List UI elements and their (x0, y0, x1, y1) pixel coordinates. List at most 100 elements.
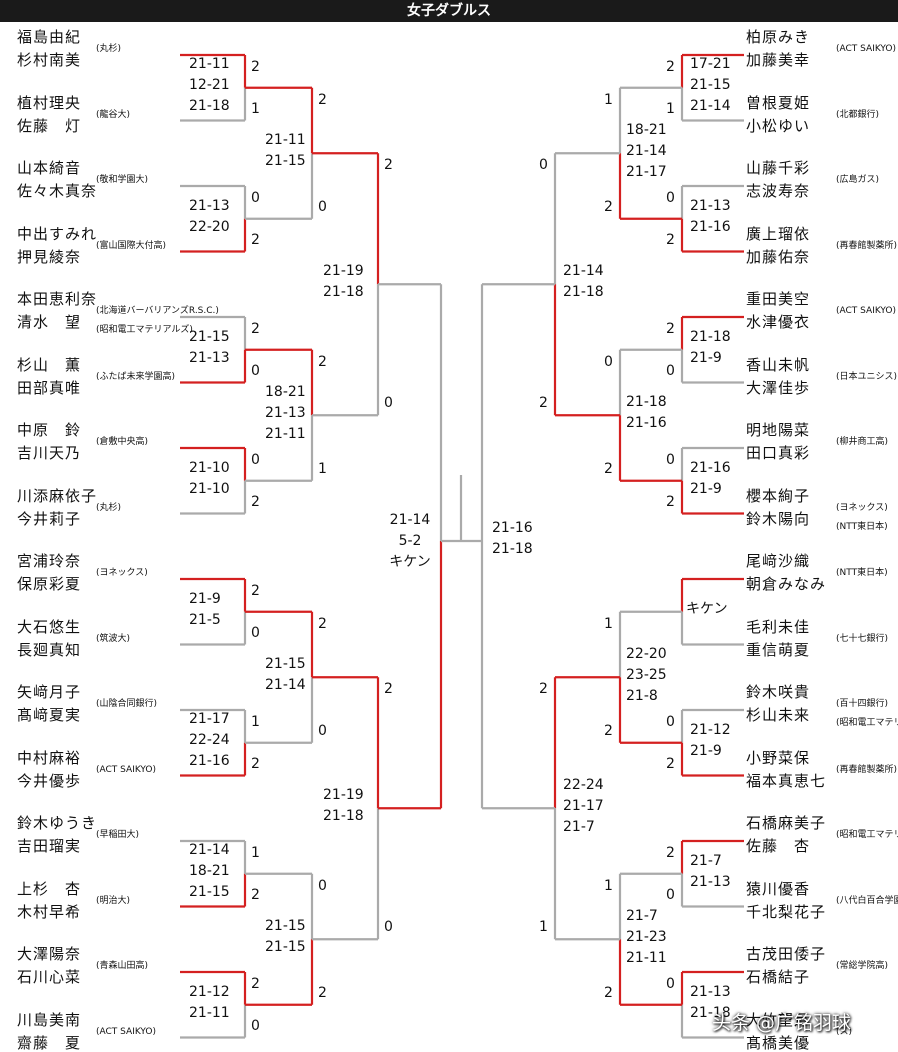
set-count: 0 (666, 190, 675, 206)
match-score: 21-17 (626, 163, 667, 180)
set-count: 2 (251, 583, 260, 599)
set-count: 0 (318, 722, 327, 739)
player-name: 千北梨花子 (746, 902, 827, 921)
player-name: 吉川天乃 (17, 444, 82, 462)
match-score: 21-7 (563, 818, 595, 835)
player-name: 加藤佑奈 (746, 247, 811, 266)
match-score: 21-11 (265, 425, 306, 442)
player-name: 髙橋美優 (746, 1033, 811, 1052)
match-score: 21-13 (265, 404, 306, 421)
match-score: 18-21 (626, 121, 667, 138)
club-name: (明治大) (96, 895, 131, 906)
player-name: 川島美南 (17, 1010, 82, 1029)
player-name: 保原彩夏 (17, 575, 82, 593)
set-count: 2 (251, 886, 260, 903)
match-score: 21-18 (323, 808, 364, 825)
match-score: 21-18 (323, 284, 364, 301)
player-name: 杉村南美 (17, 51, 82, 69)
player-name: 鈴木陽向 (746, 509, 811, 528)
club-name: (筑波大) (96, 633, 131, 644)
match-score: キケン (389, 553, 431, 570)
set-count: 0 (539, 157, 548, 174)
player-name: 石川心菜 (17, 968, 82, 986)
player-name: 古茂田倭子 (746, 945, 827, 963)
club-name: (ACT SAIKYO) (836, 44, 897, 54)
player-name: 曽根夏姫 (746, 93, 811, 112)
match-score: 21-5 (189, 611, 221, 628)
match-score: 21-16 (189, 753, 230, 770)
set-count: 0 (318, 877, 327, 894)
match-score: 21-11 (265, 132, 306, 149)
player-name: 大澤陽奈 (17, 945, 82, 963)
player-name: 福本真恵七 (746, 771, 827, 790)
player-name: 柏原みき (746, 28, 811, 46)
match-score: 21-18 (492, 541, 533, 557)
match-score: 21-15 (690, 77, 731, 94)
set-count: 0 (604, 353, 613, 370)
match-score: 21-9 (690, 480, 722, 497)
match-score: 21-16 (492, 520, 533, 536)
player-name: 中原 鈴 (17, 421, 82, 439)
club-name: (龍谷大) (96, 109, 131, 120)
set-count: 0 (251, 190, 260, 206)
match-score: 21-17 (563, 797, 604, 814)
match-score: 21-15 (189, 884, 230, 901)
match-score: 22-20 (626, 645, 667, 662)
watermark: 头条 @广铭羽球 (712, 1012, 852, 1034)
match-score: 21-7 (626, 907, 658, 924)
player-name: 杉山 薫 (17, 355, 82, 374)
match-score: 21-18 (563, 284, 604, 301)
player-name: 川添麻依子 (17, 486, 98, 505)
match-score: 21-19 (323, 263, 364, 280)
set-count: 0 (666, 452, 675, 468)
player-name: 加藤美幸 (746, 51, 811, 69)
club-name: (北都銀行) (836, 109, 880, 120)
player-name: 志波寿奈 (746, 182, 811, 200)
set-count: 2 (251, 976, 260, 992)
match-score: 21-14 (265, 677, 306, 694)
club-name: (昭和電工マテリアルズ) (836, 830, 898, 840)
club-name: (ヨネックス) (836, 502, 888, 513)
set-count: 2 (604, 198, 613, 215)
match-score: 18-21 (265, 383, 306, 400)
set-count: 2 (666, 231, 675, 248)
set-count: 1 (604, 877, 613, 894)
player-name: 明地陽菜 (746, 421, 811, 439)
set-count: 2 (251, 321, 260, 337)
set-count: 2 (318, 615, 327, 632)
club-name: (ACT SAIKYO) (96, 1026, 157, 1037)
match-score: 21-14 (626, 142, 667, 159)
player-name: 山本綺音 (17, 159, 82, 177)
match-score: 21-12 (690, 721, 731, 738)
set-count: 0 (666, 976, 675, 992)
club-name: (ふたば未来学園高) (96, 371, 176, 382)
player-name: 長廻真知 (17, 640, 82, 659)
club-name: (北海道バーバリアンズR.S.C.) (96, 306, 219, 316)
club-name: (丸杉) (96, 502, 122, 513)
match-score: 23-25 (626, 666, 667, 683)
club-name: (七十七銀行) (836, 633, 889, 644)
match-score: 17-21 (690, 56, 731, 73)
set-count: 2 (384, 157, 393, 174)
set-count: 1 (251, 714, 260, 730)
set-count: 2 (251, 755, 260, 772)
player-name: 今井優歩 (17, 771, 82, 790)
set-count: 1 (318, 460, 327, 477)
club-name: (百十四銀行) (836, 699, 889, 709)
match-score: 21-15 (189, 328, 230, 345)
match-score: 21-10 (189, 459, 230, 476)
player-name: 杉山未来 (746, 706, 811, 724)
set-count: 2 (251, 59, 260, 75)
set-count: 2 (666, 845, 675, 861)
player-name: 齋藤 夏 (17, 1033, 82, 1052)
player-name: 鈴木咲貴 (746, 683, 811, 701)
player-name: 重田美空 (746, 290, 811, 308)
match-score: 21-14 (389, 511, 431, 528)
set-count: 2 (251, 493, 260, 510)
match-score: 21-13 (189, 349, 230, 366)
set-count: 1 (539, 919, 548, 936)
set-count: 1 (251, 845, 260, 861)
match-score: 21-18 (690, 1004, 731, 1021)
set-count: 2 (666, 321, 675, 337)
club-name: (昭和電工マテリアルズ) (836, 718, 898, 728)
